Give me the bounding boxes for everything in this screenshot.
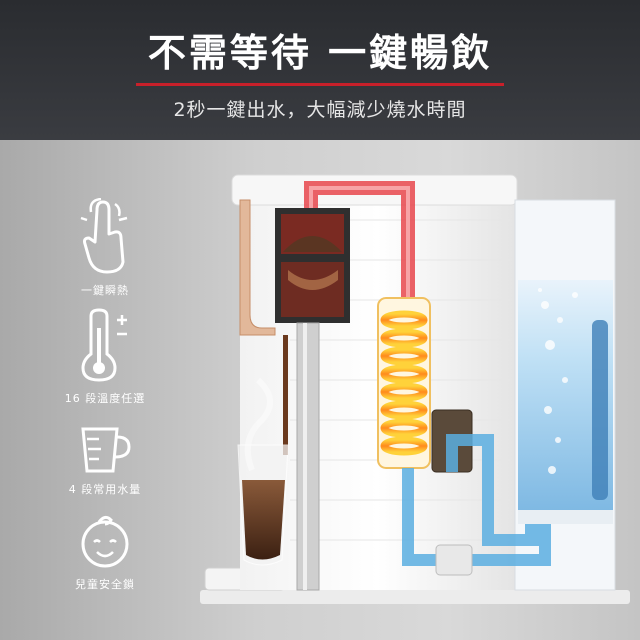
product-scene: 一鍵瞬熱 16 段溫度任選 4 段常用水量 兒童安全鎖 xyxy=(0,140,640,640)
feature-volume: 4 段常用水量 xyxy=(50,425,160,497)
spout-arm xyxy=(239,199,276,336)
page-subtitle: 2秒一鍵出水，大幅減少燒水時間 xyxy=(173,99,467,121)
feature-temperature: 16 段溫度任選 xyxy=(50,308,160,406)
tank-handle xyxy=(592,320,608,500)
metal-pipe xyxy=(296,322,320,591)
feature-one-touch: 一鍵瞬熱 xyxy=(50,198,160,298)
feature-label: 16 段溫度任選 xyxy=(64,392,146,405)
feature-label: 一鍵瞬熱 xyxy=(81,284,129,297)
flow-valve xyxy=(435,544,473,576)
title-underline xyxy=(136,83,504,86)
tap-hand-icon xyxy=(80,198,128,274)
thermometer-icon xyxy=(81,308,127,382)
coffee-liquid xyxy=(242,480,285,560)
feature-label: 4 段常用水量 xyxy=(68,483,142,496)
steam xyxy=(244,377,273,472)
cold-water-pipe xyxy=(402,434,551,566)
machine-base xyxy=(200,590,630,604)
page-title: 不需等待 一鍵暢飲 xyxy=(147,31,493,75)
header-banner: 不需等待 一鍵暢飲 2秒一鍵出水，大幅減少燒水時間 xyxy=(0,0,640,140)
feature-label: 兒童安全鎖 xyxy=(75,578,135,591)
feature-child-lock: 兒童安全鎖 xyxy=(50,512,160,592)
water-bubbles xyxy=(538,288,578,474)
water-dispenser-illustration xyxy=(200,174,630,604)
coffee-stream xyxy=(283,335,288,455)
heater-coils xyxy=(380,310,428,456)
measuring-cup-icon xyxy=(81,427,131,473)
baby-face-icon xyxy=(81,515,129,568)
